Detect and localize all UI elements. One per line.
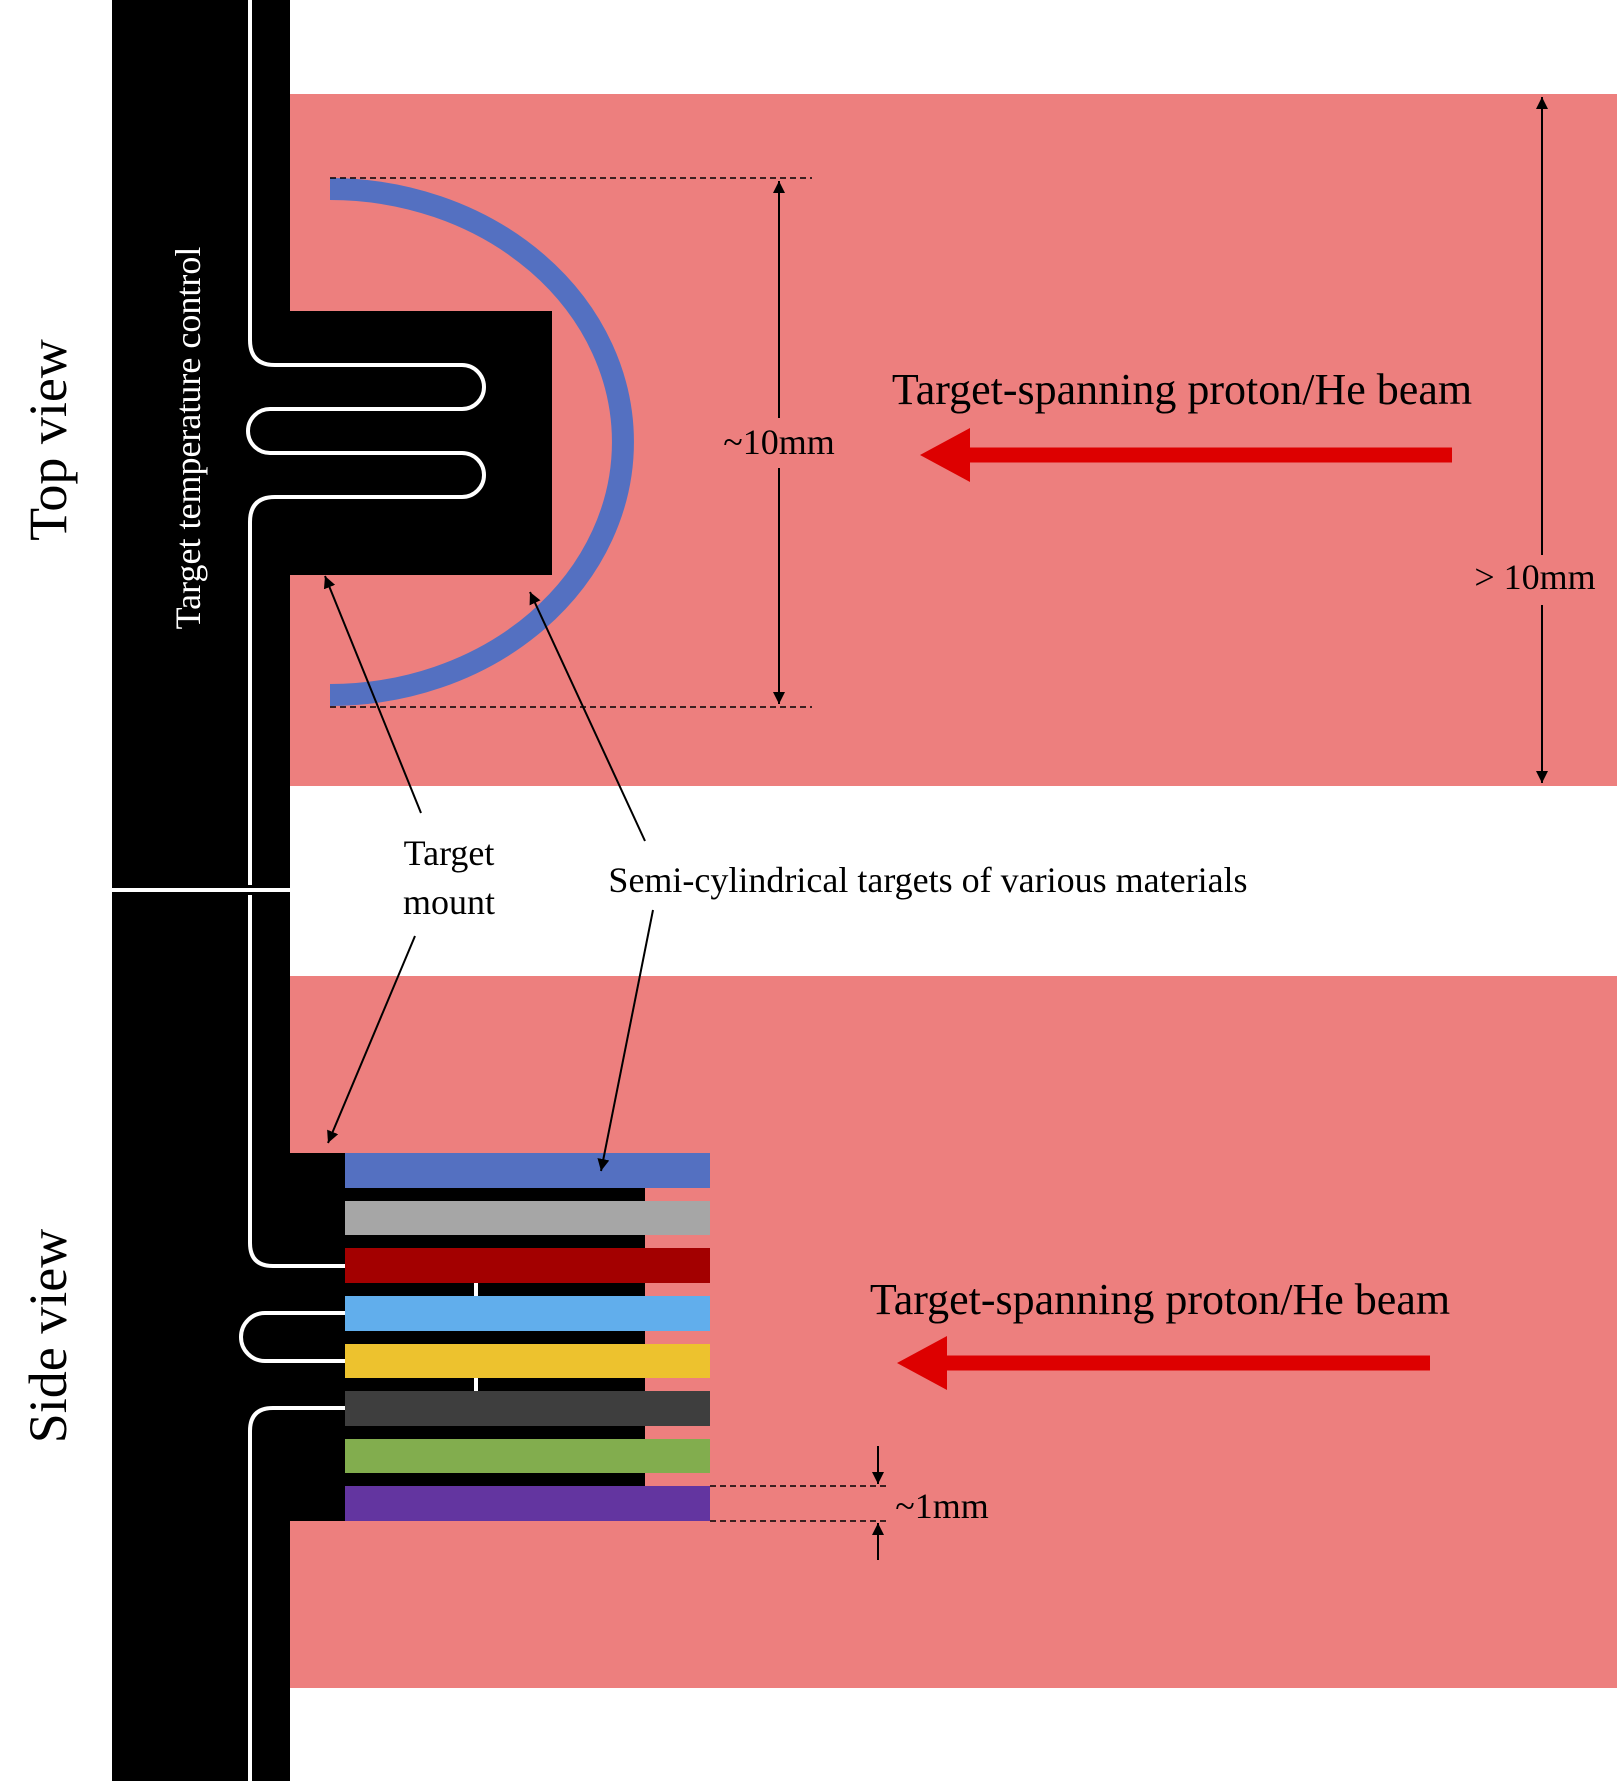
coolant-channel-side bbox=[239, 895, 345, 1781]
temperature-control-label: Target temperature control bbox=[168, 247, 208, 630]
targets-pointer-top bbox=[529, 591, 646, 842]
target-plate bbox=[345, 1344, 710, 1378]
beam-arrow-top-head bbox=[920, 428, 970, 482]
target-plate bbox=[345, 1296, 710, 1331]
target-mount-pointer-side bbox=[327, 935, 416, 1144]
semi-cylindrical-target-top bbox=[329, 178, 634, 706]
target-diameter-label: ~10mm bbox=[723, 422, 834, 462]
target-mount-label-line1: Target bbox=[404, 833, 495, 873]
target-plate bbox=[345, 1391, 710, 1426]
side-view-label: Side view bbox=[18, 1229, 78, 1443]
target-stack bbox=[345, 1153, 710, 1521]
beam-width-label: > 10mm bbox=[1474, 557, 1595, 597]
beam-arrow-side-head bbox=[897, 1336, 947, 1390]
beam-label-side: Target-spanning proton/He beam bbox=[870, 1275, 1450, 1324]
coolant-channel-top bbox=[246, 0, 486, 885]
target-mount-pointer-top bbox=[323, 575, 422, 814]
target-plate bbox=[345, 1486, 710, 1521]
target-spacing-label: ~1mm bbox=[895, 1486, 988, 1526]
targets-pointer-side bbox=[597, 909, 654, 1172]
beam-label-top: Target-spanning proton/He beam bbox=[892, 365, 1472, 414]
top-view-label: Top view bbox=[18, 339, 78, 541]
target-plate bbox=[345, 1153, 710, 1188]
semi-cylindrical-targets-label: Semi-cylindrical targets of various mate… bbox=[608, 860, 1247, 900]
target-plate bbox=[345, 1439, 710, 1473]
target-mount-top bbox=[290, 311, 552, 575]
target-mount-label-line2: mount bbox=[403, 882, 495, 922]
target-plate bbox=[345, 1248, 710, 1283]
target-plate bbox=[345, 1201, 710, 1235]
